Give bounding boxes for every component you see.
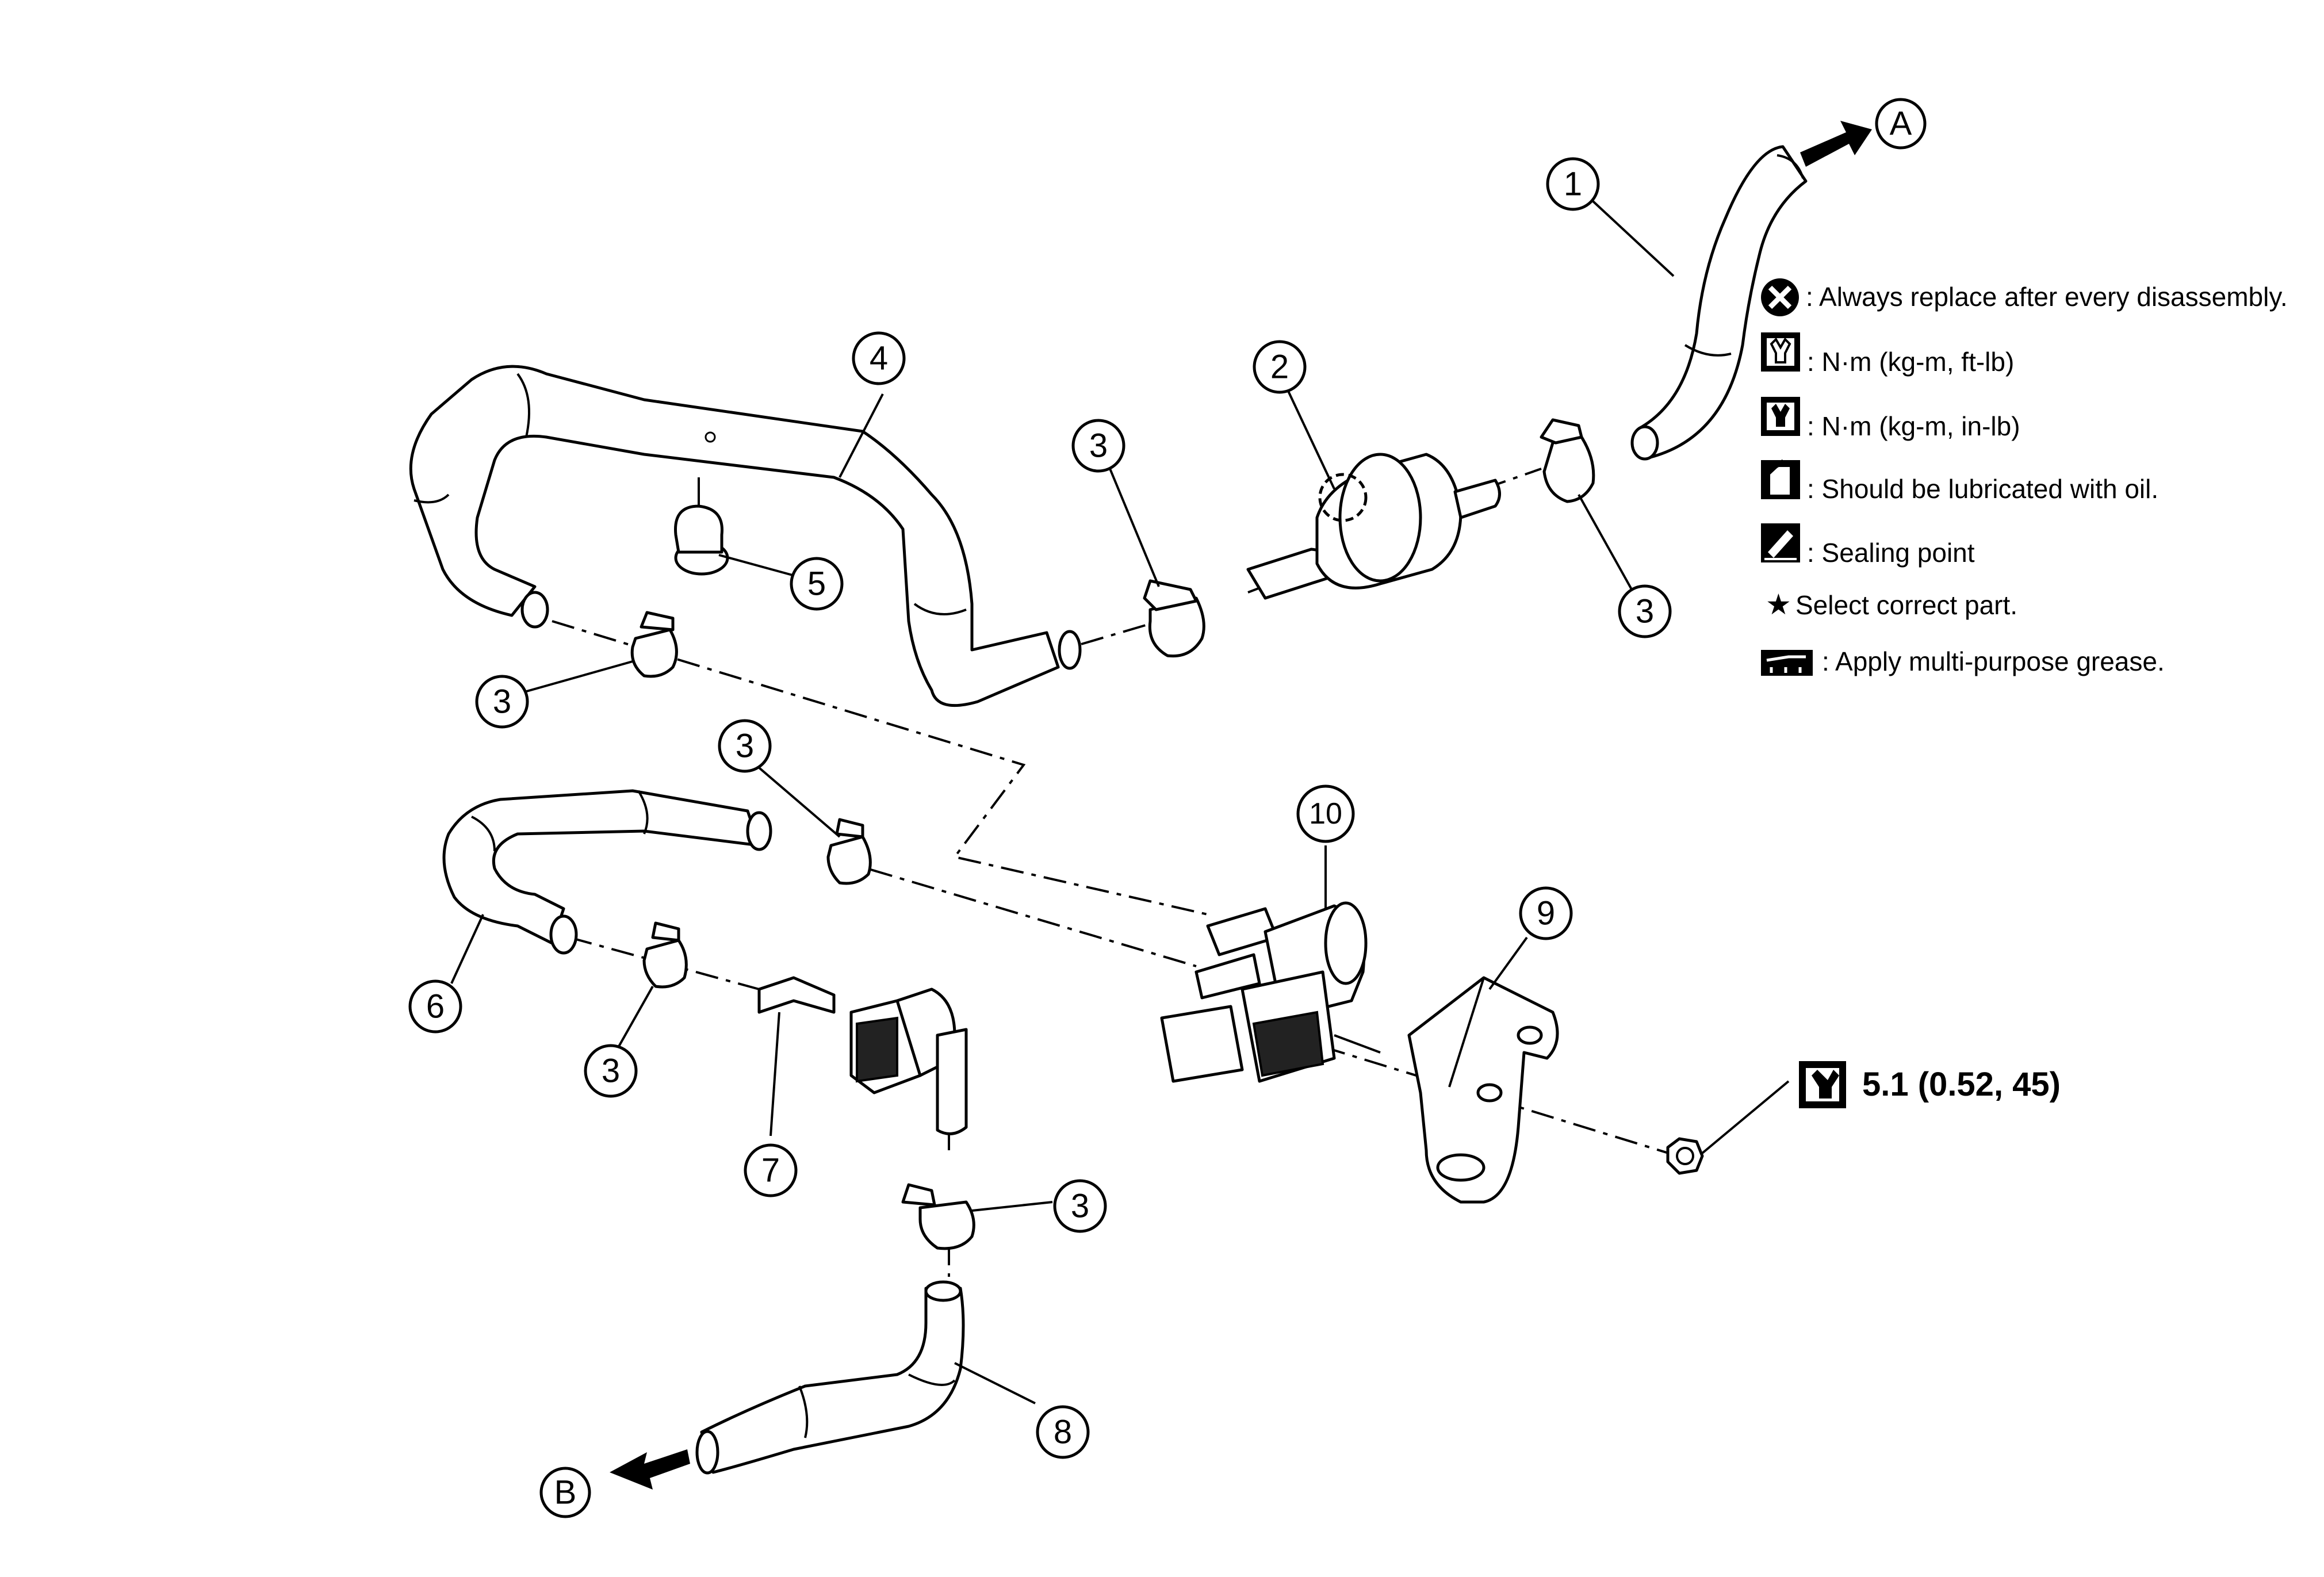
callout-3: 3 [1618, 584, 1672, 638]
legend-row-torque-inlb: : N·m (kg-m, in-lb) [1761, 397, 2020, 441]
callout-10: 10 [1296, 784, 1355, 843]
svg-text:10: 10 [1309, 797, 1342, 830]
callout-1: 1 [1546, 157, 1600, 211]
svg-text:8: 8 [1054, 1414, 1072, 1451]
bracket-9 [1407, 976, 1559, 1204]
svg-text:2: 2 [1270, 349, 1289, 386]
svg-text:7: 7 [761, 1152, 780, 1189]
svg-text:3: 3 [1071, 1188, 1089, 1225]
svg-text:9: 9 [1537, 895, 1555, 932]
svg-text:Select correct part.: Select correct part. [1795, 590, 2017, 620]
callout-9: 9 [1519, 886, 1573, 940]
hose-8 [695, 1280, 965, 1475]
legend: : Always replace after every disassembly… [1761, 278, 2288, 676]
oil-lubricate-icon [1761, 459, 1800, 499]
svg-text:3: 3 [493, 683, 511, 721]
torque-inlb-icon [1799, 1061, 1846, 1108]
hose-1 [1630, 145, 1808, 461]
legend-row-always-replace: : Always replace after every disassembly… [1761, 278, 2288, 316]
callouts: 1 2 3 3 3 3 3 3 4 5 6 7 8 9 10 [408, 157, 1672, 1459]
callout-6: 6 [408, 979, 462, 1034]
torque-ftlb-icon [1761, 332, 1800, 372]
svg-text:5: 5 [807, 565, 826, 603]
callout-3: 3 [718, 719, 772, 773]
filter-2 [1246, 453, 1501, 600]
leader-lines [450, 200, 1790, 1404]
direction-label-b: B [554, 1474, 577, 1511]
legend-row-select-part: ★ Select correct part. [1766, 588, 2017, 621]
hose-clamp-3-left-lower [642, 921, 688, 989]
svg-text:3: 3 [1089, 427, 1108, 465]
direction-label-a: A [1890, 105, 1912, 143]
svg-text:3: 3 [1636, 593, 1654, 630]
callout-8: 8 [1036, 1405, 1090, 1459]
callout-3: 3 [1071, 419, 1125, 473]
sealing-point-icon [1761, 523, 1800, 562]
sensor-7 [757, 976, 968, 1135]
direction-a: A [1800, 98, 1927, 167]
hose-clamp-3-left-top [630, 611, 678, 678]
torque-value: 5.1 (0.52, 45) [1862, 1066, 2061, 1103]
flange-nut [1666, 1137, 1704, 1175]
legend-row-oil: : Should be lubricated with oil. [1761, 459, 2158, 504]
clip-5 [674, 477, 729, 576]
legend-row-grease: : Apply multi-purpose grease. [1761, 646, 2165, 676]
svg-text:: Sealing point: : Sealing point [1807, 538, 1975, 568]
callout-2: 2 [1253, 340, 1307, 394]
torque-inlb-icon [1761, 397, 1800, 436]
callout-3: 3 [1053, 1179, 1107, 1233]
callout-3: 3 [475, 675, 529, 729]
legend-row-torque-ftlb: : N·m (kg-m, ft-lb) [1761, 332, 2014, 377]
hose-clamp-3-right [1540, 418, 1595, 503]
svg-text:1: 1 [1564, 166, 1582, 203]
svg-text:: N·m (kg-m, ft-lb): : N·m (kg-m, ft-lb) [1807, 347, 2014, 377]
svg-text:3: 3 [736, 728, 754, 765]
svg-text:: Always replace after every d: : Always replace after every disassembly… [1806, 282, 2288, 312]
assembly-centerlines [552, 468, 1697, 1277]
svg-text:: N·m (kg-m, in-lb): : N·m (kg-m, in-lb) [1807, 411, 2020, 441]
torque-spec: 5.1 (0.52, 45) [1799, 1061, 2061, 1108]
legend-row-sealing: : Sealing point [1761, 523, 1975, 568]
hose-clamp-3-bottom [901, 1183, 975, 1250]
callout-7: 7 [744, 1143, 798, 1197]
svg-text:3: 3 [602, 1052, 620, 1090]
callout-3: 3 [584, 1044, 638, 1098]
grease-icon [1761, 650, 1813, 676]
star-icon: ★ [1766, 588, 1791, 621]
hose-clamp-3-middle [1143, 579, 1205, 658]
svg-text:6: 6 [426, 988, 445, 1025]
hose-clamp-3-left-mid [826, 818, 872, 885]
svg-text:4: 4 [870, 340, 888, 377]
solenoid-valve-10 [1160, 901, 1381, 1083]
callout-4: 4 [852, 331, 906, 385]
direction-b: B [539, 1449, 690, 1518]
hose-4 [409, 365, 1082, 707]
hose-6 [442, 789, 772, 955]
svg-text:: Should be lubricated with oi: : Should be lubricated with oil. [1807, 474, 2158, 504]
always-replace-icon [1761, 278, 1799, 316]
svg-text:: Apply multi-purpose grease.: : Apply multi-purpose grease. [1822, 646, 2165, 676]
callout-5: 5 [790, 557, 844, 611]
